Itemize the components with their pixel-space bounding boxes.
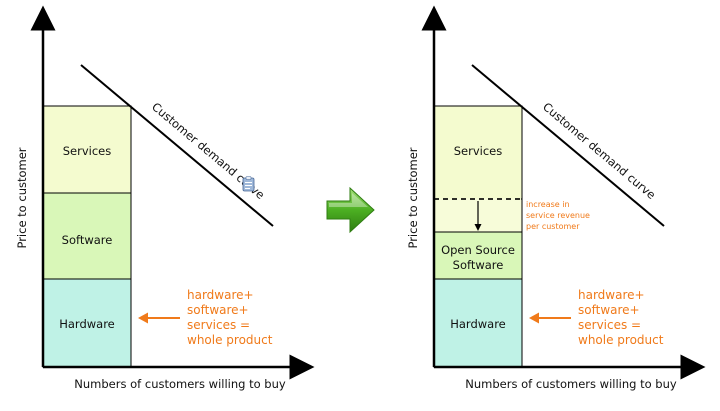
right-x-axis-label: Numbers of customers willing to buy	[465, 377, 677, 391]
left-software-block	[42, 192, 132, 280]
right-revenue-note-line-2: service revenue	[526, 211, 590, 220]
right-note-line-4: whole product	[578, 333, 664, 347]
right-demand-curve	[471, 64, 665, 227]
left-services-block	[42, 105, 132, 194]
right-revenue-note-line-3: per customer	[526, 222, 580, 231]
clipboard-icon	[242, 176, 255, 192]
right-hardware-label: Hardware	[450, 317, 506, 331]
left-note-line-3: services =	[187, 318, 250, 332]
right-down-arrowhead	[474, 224, 482, 231]
right-note-line-1: hardware+	[578, 288, 645, 302]
green-right-arrow-icon	[326, 186, 375, 234]
left-note-line-4: whole product	[187, 333, 273, 347]
left-hardware-block	[42, 278, 132, 368]
right-whole-product-arrowhead	[529, 312, 539, 324]
right-note-line-2: software+	[578, 303, 640, 317]
right-software-label-line-1: Open Source	[441, 243, 515, 257]
right-services-label: Services	[454, 144, 503, 158]
right-demand-curve-label: Customer demand curve	[540, 100, 658, 202]
right-hardware-block	[433, 278, 523, 368]
left-demand-curve	[80, 64, 274, 227]
right-software-block	[433, 231, 523, 280]
left-services-label: Services	[63, 144, 112, 158]
left-note-line-2: software+	[187, 303, 249, 317]
left-software-label: Software	[62, 233, 113, 247]
left-note-line-1: hardware+	[187, 288, 254, 302]
left-hardware-label: Hardware	[59, 317, 115, 331]
left-x-axis-label: Numbers of customers willing to buy	[74, 377, 286, 391]
left-diagram: Services Software Hardware Price to cust…	[15, 5, 315, 391]
right-revenue-note-line-1: increase in	[526, 200, 570, 209]
right-note-line-3: services =	[578, 318, 641, 332]
left-y-axis-label: Price to customer	[15, 147, 29, 248]
left-whole-product-arrowhead	[138, 312, 148, 324]
right-y-axis-label: Price to customer	[406, 147, 420, 248]
right-diagram: Services Open Source Software Hardware P…	[406, 5, 706, 391]
right-software-label-line-2: Software	[453, 258, 504, 272]
